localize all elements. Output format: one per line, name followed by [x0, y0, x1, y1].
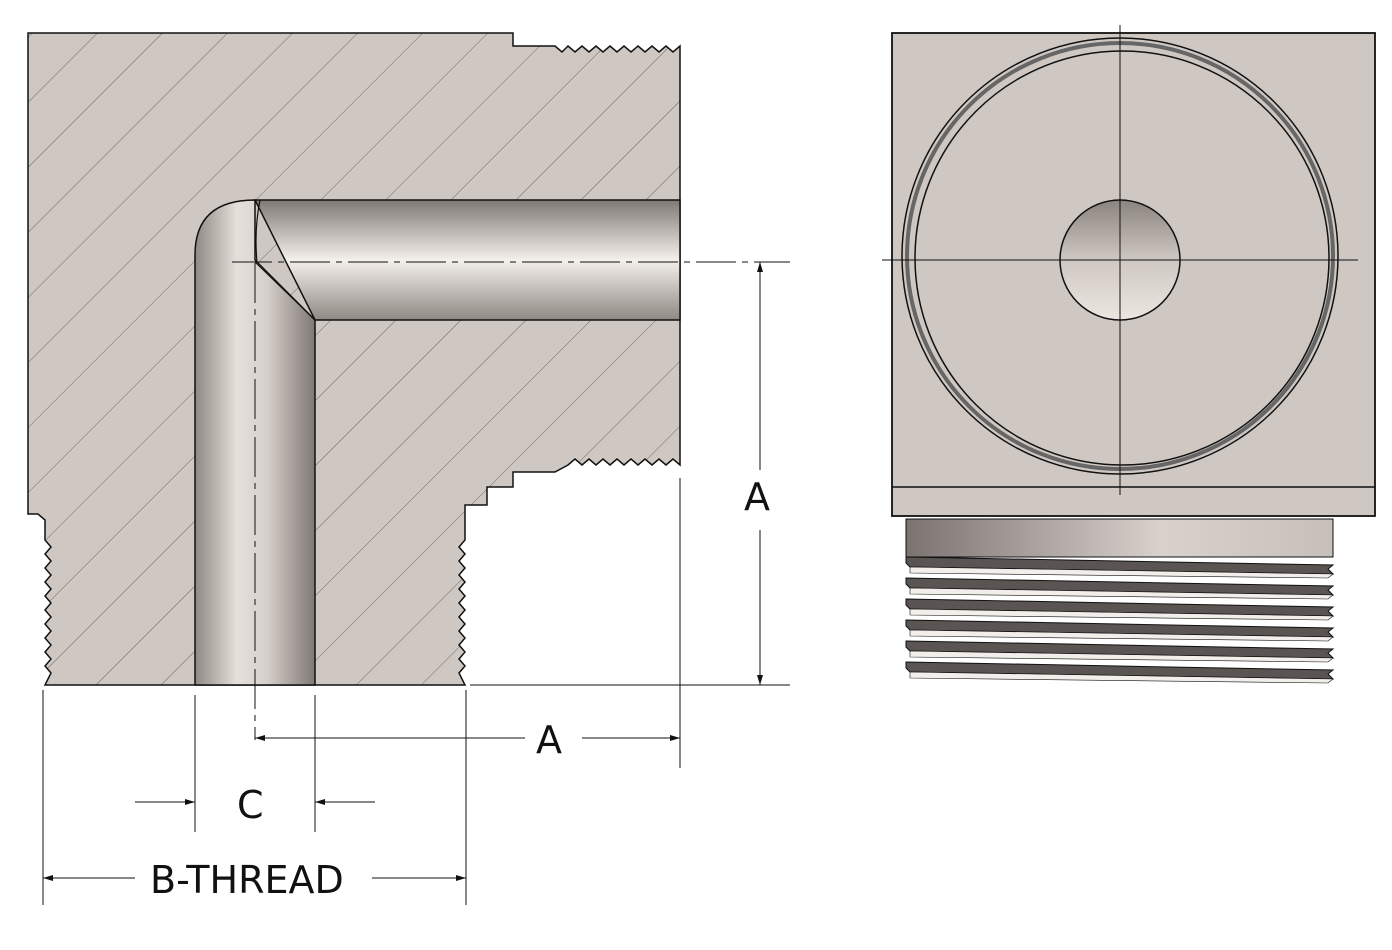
thread-crest [909, 587, 1334, 600]
dim-c-label: C [237, 783, 264, 827]
dim-a-vertical-label: A [744, 475, 770, 519]
thread-neck [905, 518, 1334, 558]
thread-crest [909, 566, 1334, 579]
thread-crest [909, 629, 1334, 642]
end-view [882, 25, 1376, 684]
horizontal-bore [253, 199, 681, 321]
thread-crest [909, 671, 1334, 684]
face-ring-inner [914, 50, 1330, 466]
external-thread [905, 556, 1335, 684]
dimensions [42, 262, 790, 905]
thread-crest [909, 608, 1334, 621]
section-body [27, 32, 681, 686]
section-view [27, 32, 790, 740]
dim-b-thread-label: B-THREAD [150, 858, 344, 902]
thread-crest [909, 650, 1334, 663]
dim-a-horizontal-label: A [536, 718, 562, 762]
